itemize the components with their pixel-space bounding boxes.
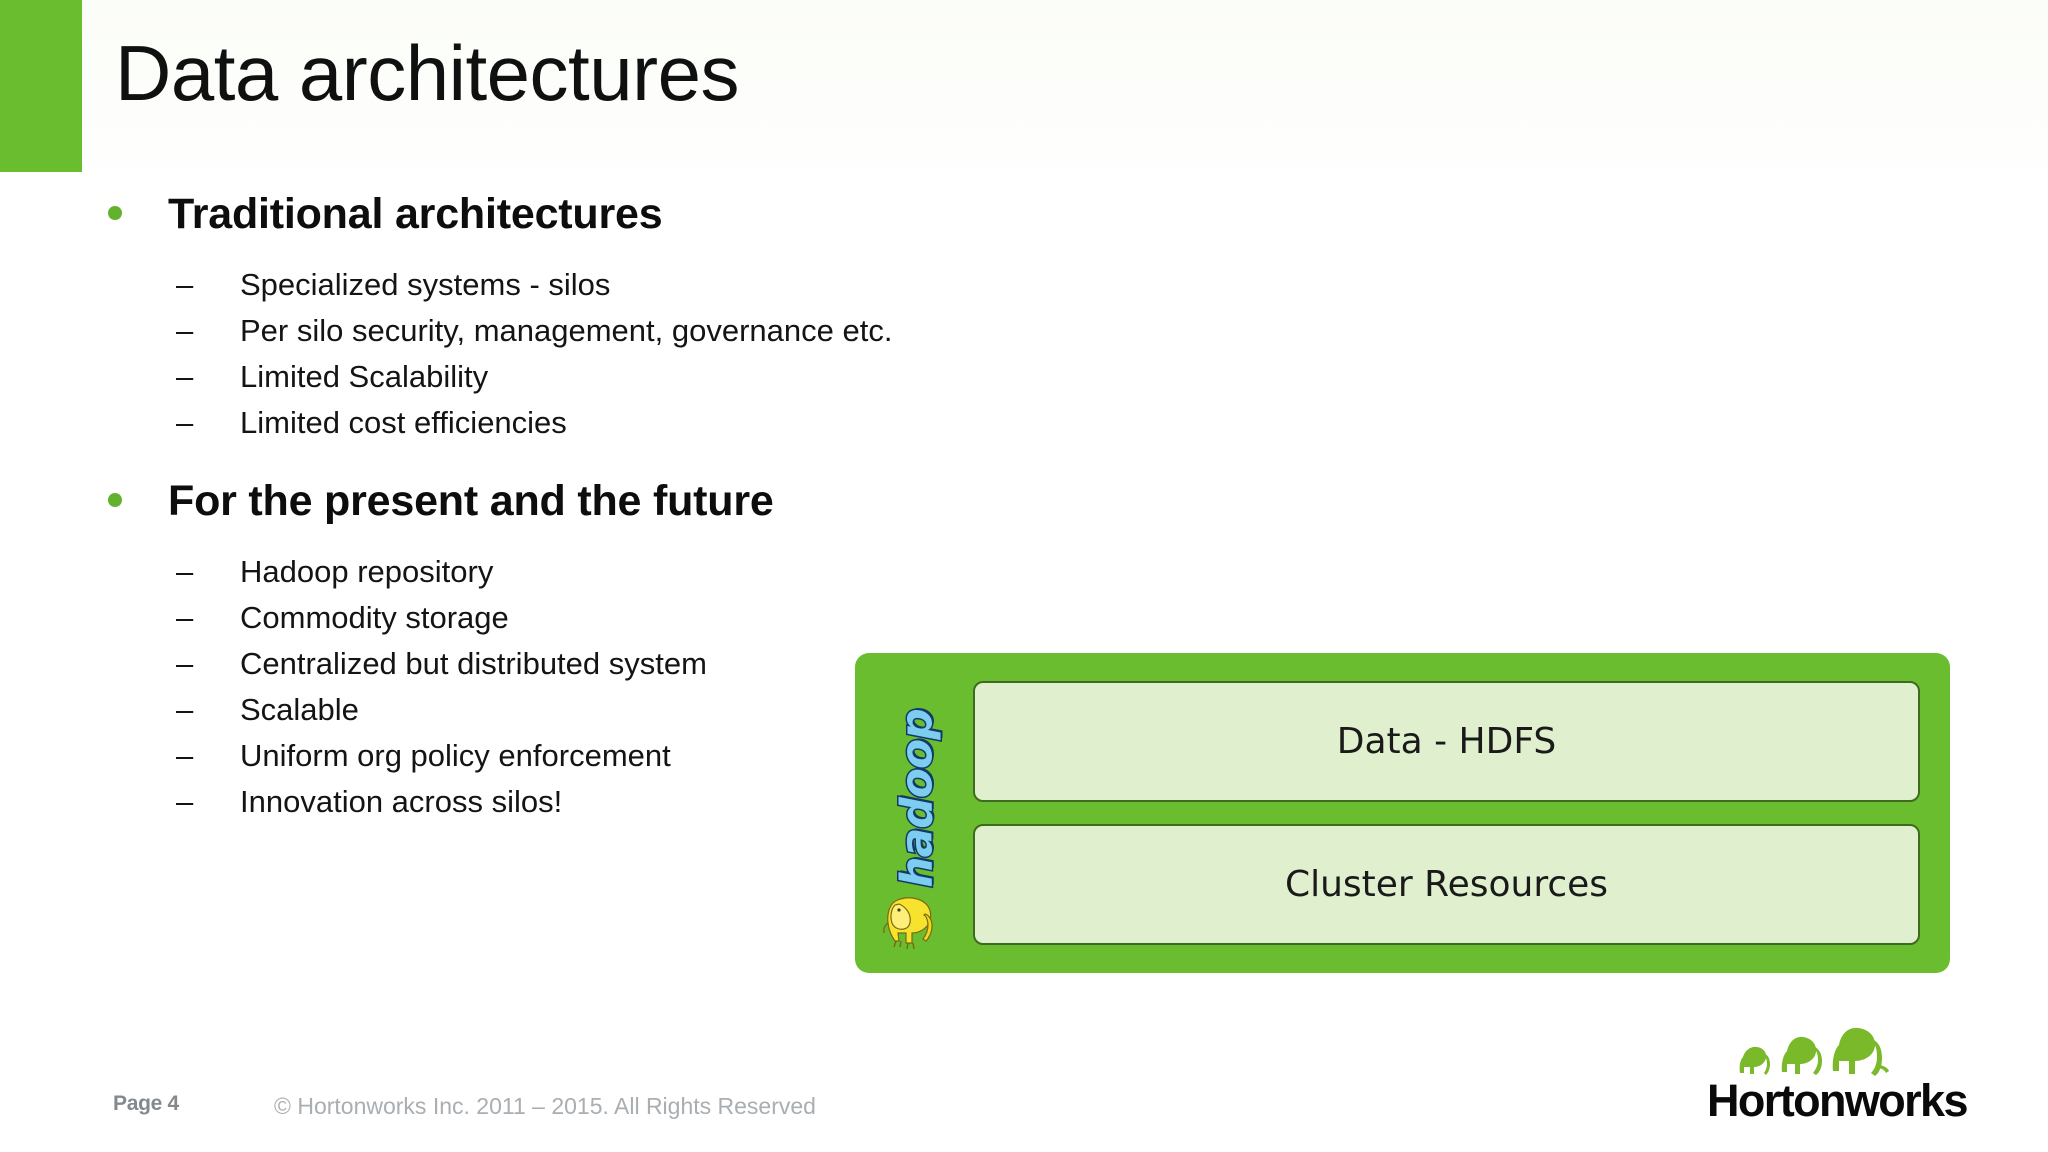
dash-marker-icon: –: [176, 554, 194, 589]
bullet-level2: – Limited Scalability: [108, 359, 1108, 395]
dash-marker-icon: –: [176, 784, 194, 819]
dash-marker-icon: –: [176, 646, 194, 681]
bullet-level2: – Commodity storage: [108, 600, 1108, 636]
bullet-level2: – Limited cost efficiencies: [108, 405, 1108, 441]
bullet-level2-label: Innovation across silos!: [240, 784, 563, 819]
bullet-level1-label: For the present and the future: [168, 477, 774, 525]
bullet-level1: Traditional architectures: [108, 190, 1108, 239]
hadoop-wordmark: hadoop: [890, 708, 944, 889]
bullet-level2: – Centralized but distributed system: [108, 646, 1108, 682]
hortonworks-wordmark: Hortonworks: [1707, 1075, 1969, 1126]
copyright-notice: © Hortonworks Inc. 2011 – 2015. All Righ…: [274, 1093, 816, 1119]
layer-data-hdfs: Data - HDFS: [973, 681, 1920, 802]
dash-marker-icon: –: [176, 405, 194, 440]
dash-marker-icon: –: [176, 692, 194, 727]
hadoop-architecture-diagram: hadoop Data - HDFS Cluster Resources: [855, 653, 1950, 973]
bullet-level2-label: Specialized systems - silos: [240, 267, 611, 302]
bullet-level2-label: Limited Scalability: [240, 359, 489, 394]
bullet-level2-label: Per silo security, management, governanc…: [240, 313, 893, 348]
hortonworks-logo: Hortonworks: [1707, 1027, 1969, 1127]
bullet-level2: – Hadoop repository: [108, 554, 1108, 590]
dash-marker-icon: –: [176, 359, 194, 394]
bullet-level2-label: Centralized but distributed system: [240, 646, 707, 681]
bullet-level2: – Scalable: [108, 692, 1108, 728]
spacer: [108, 540, 1108, 554]
hadoop-elephant-icon: [883, 897, 933, 950]
bullet-level2: – Innovation across silos!: [108, 784, 1108, 820]
hadoop-logo: hadoop: [877, 681, 955, 950]
spacer: [108, 451, 1108, 477]
spacer: [108, 253, 1108, 267]
title-accent-bar: [0, 0, 82, 172]
bullet-level2: – Uniform org policy enforcement: [108, 738, 1108, 774]
bullet-level2: – Per silo security, management, governa…: [108, 313, 1108, 349]
bullet-level2: – Specialized systems - silos: [108, 267, 1108, 303]
bullet-level1: For the present and the future: [108, 477, 1108, 526]
layer-stack: Data - HDFS Cluster Resources: [973, 681, 1920, 945]
bullet-level2-label: Uniform org policy enforcement: [240, 738, 671, 773]
layer-cluster-resources: Cluster Resources: [973, 824, 1920, 945]
dash-marker-icon: –: [176, 267, 194, 302]
bullet-level2-label: Hadoop repository: [240, 554, 494, 589]
bullet-dot-icon: [108, 206, 122, 220]
dash-marker-icon: –: [176, 600, 194, 635]
hortonworks-elephants-icon: [1739, 1027, 1889, 1076]
bullet-level2-label: Commodity storage: [240, 600, 509, 635]
dash-marker-icon: –: [176, 738, 194, 773]
page-title: Data architectures: [115, 29, 739, 117]
bullet-level1-label: Traditional architectures: [168, 190, 663, 238]
bullet-dot-icon: [108, 493, 122, 507]
bullet-level2-label: Scalable: [240, 692, 359, 727]
bullet-level2-label: Limited cost efficiencies: [240, 405, 567, 440]
bullet-list: Traditional architectures – Specialized …: [108, 190, 1108, 830]
dash-marker-icon: –: [176, 313, 194, 348]
page-number: Page 4: [113, 1092, 179, 1115]
